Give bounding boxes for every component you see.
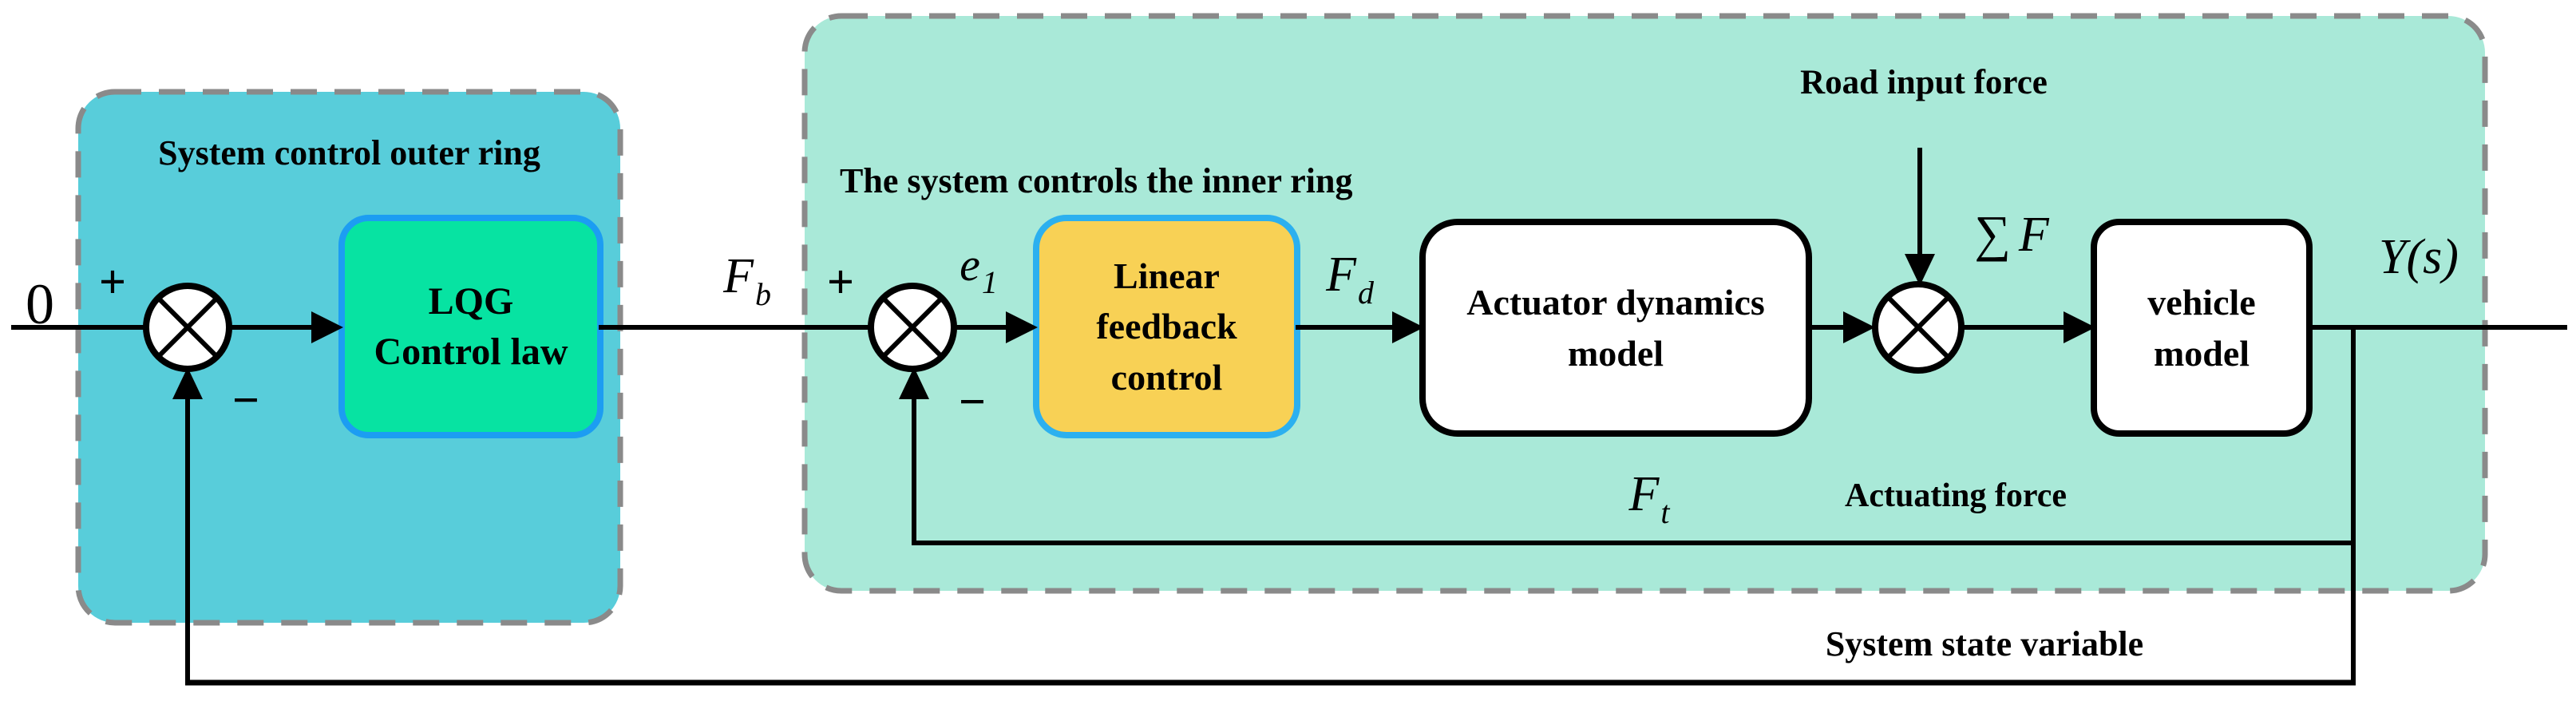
road-input-force-label: Road input force [1800,64,2048,101]
sum-f-label: ∑F [1940,205,2083,262]
actuator-line1: Actuator dynamics [1466,282,1765,323]
e1-base: e [960,239,980,291]
sum-junction-forces [1872,281,1965,374]
vehicle-line1: vehicle [2147,282,2256,323]
fd-base: F [1326,248,1356,302]
sum-junction-inner [868,283,957,372]
ft-base: F [1628,467,1660,521]
sum2-minus-sign: − [958,375,987,428]
system-state-variable-label: System state variable [1825,624,2144,663]
arrow-into-sum3-road [1905,254,1935,286]
fb-base: F [723,249,754,303]
linear-line1: Linear [1114,255,1220,296]
fb-sub: b [754,276,771,312]
fd-signal-label: Fd [1301,248,1397,311]
arrow-into-sum3 [1843,311,1875,343]
outer-ring-title: System control outer ring [158,133,540,172]
zero-input-label: 0 [26,272,54,336]
lqg-line1: LQG [428,279,514,323]
arrow-into-vehicle [2064,311,2095,343]
actuator-block: Actuator dynamics model [1423,222,1809,434]
ys-output-label: Y(s) [2379,230,2459,284]
sum-f-base: F [2018,208,2049,262]
arrow-into-sum2-feedback [899,367,929,399]
arrow-into-lqg [311,311,343,343]
lqg-block: LQG Control law [342,218,600,435]
arrow-into-actuator [1392,311,1424,343]
linear-line3: control [1110,356,1223,398]
sum1-plus-sign: + [98,255,127,308]
fd-sub: d [1357,275,1374,311]
actuator-line2: model [1567,332,1664,374]
lqg-line2: Control law [374,331,568,373]
linear-line2: feedback [1096,306,1237,347]
arrow-into-linear [1006,311,1038,343]
e1-sub: 1 [981,264,998,300]
vehicle-block: vehicle model [2094,222,2309,434]
arrow-into-sum1-feedback [172,367,203,399]
sum2-plus-sign: + [826,255,855,308]
actuating-force-label: Actuating force [1845,477,2067,514]
linear-feedback-block: Linear feedback control [1036,218,1297,435]
sum-junction-outer [143,283,232,372]
sigma-symbol: ∑ [1974,205,2011,262]
vehicle-line2: model [2153,332,2250,374]
e1-signal-label: e1 [942,239,1014,300]
ft-signal-label: Ft [1601,467,1696,530]
fb-signal-label: Fb [694,249,798,312]
ft-sub: t [1660,494,1670,530]
inner-ring-title: The system controls the inner ring [840,161,1353,200]
sum1-minus-sign: − [231,374,260,426]
